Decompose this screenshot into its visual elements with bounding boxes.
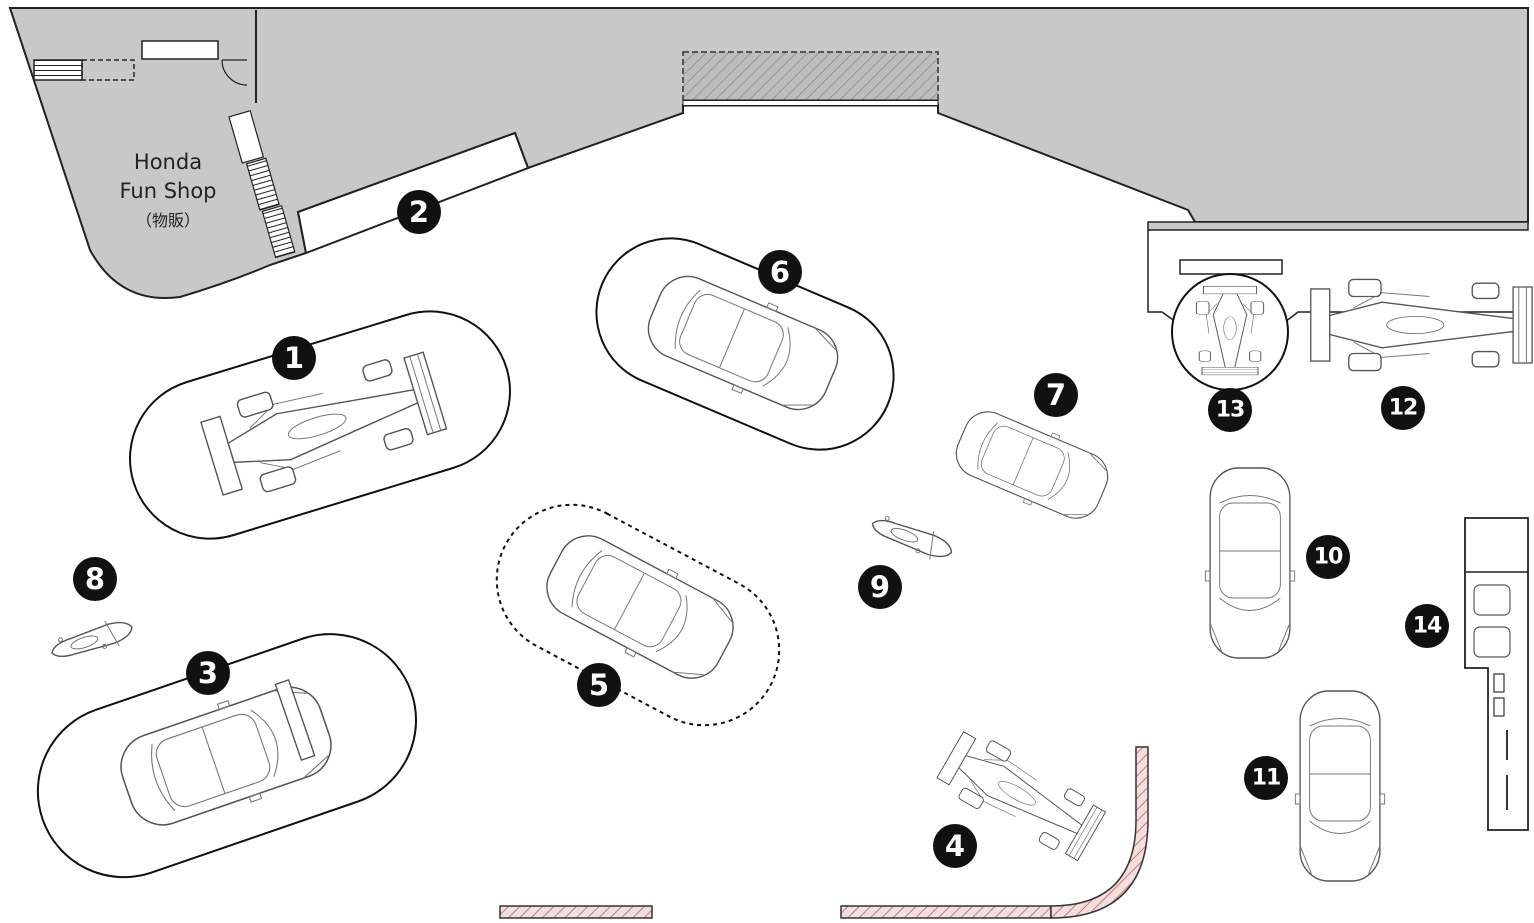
marker-3[interactable]: 3 xyxy=(186,651,230,695)
marker-10-label: 10 xyxy=(1314,545,1343,570)
marker-2[interactable]: 2 xyxy=(397,190,441,234)
exhibit-7-car[interactable] xyxy=(946,400,1118,530)
marker-2-label: 2 xyxy=(409,195,429,229)
marker-7[interactable]: 7 xyxy=(1034,373,1078,417)
marker-4[interactable]: 4 xyxy=(933,824,977,868)
exhibit-8-motorcycle[interactable] xyxy=(47,613,137,667)
marker-13[interactable]: 13 xyxy=(1208,388,1252,432)
exhibit-11-car[interactable] xyxy=(1294,690,1386,882)
marker-14[interactable]: 14 xyxy=(1405,604,1449,648)
honda-fun-shop[interactable]: Honda Fun Shop （物販） xyxy=(119,150,216,230)
exhibit-10-car[interactable] xyxy=(1204,467,1296,659)
shop-name-line2: Fun Shop xyxy=(119,179,216,203)
stage-3[interactable] xyxy=(15,611,440,901)
marker-3-label: 3 xyxy=(198,656,218,690)
stage-5[interactable] xyxy=(470,478,805,751)
shop-name-line3: （物販） xyxy=(136,211,200,230)
floor-boundaries xyxy=(499,517,1529,919)
marker-1-label: 1 xyxy=(284,341,304,375)
stage-1[interactable] xyxy=(110,291,530,558)
marker-9-label: 9 xyxy=(870,570,890,604)
shop-name-line1: Honda xyxy=(134,150,202,174)
marker-5[interactable]: 5 xyxy=(577,663,621,707)
marker-6-label: 6 xyxy=(770,255,790,289)
exhibit-12-f1[interactable] xyxy=(1310,278,1533,372)
marker-11[interactable]: 11 xyxy=(1244,756,1288,800)
exhibit-9-motorcycle[interactable] xyxy=(867,509,957,567)
marker-12-label: 12 xyxy=(1389,396,1418,421)
marker-8[interactable]: 8 xyxy=(73,557,117,601)
marker-12[interactable]: 12 xyxy=(1381,386,1425,430)
marker-11-label: 11 xyxy=(1252,766,1281,791)
marker-8-label: 8 xyxy=(85,562,105,596)
stage-6[interactable] xyxy=(573,215,916,472)
marker-9[interactable]: 9 xyxy=(858,565,902,609)
marker-1[interactable]: 1 xyxy=(272,336,316,380)
marker-7-label: 7 xyxy=(1046,378,1066,412)
marker-14-label: 14 xyxy=(1413,614,1442,639)
marker-10[interactable]: 10 xyxy=(1306,535,1350,579)
marker-4-label: 4 xyxy=(945,829,965,863)
building-wall xyxy=(8,7,1529,324)
marker-5-label: 5 xyxy=(589,668,609,702)
exhibit-13-f1[interactable] xyxy=(1171,273,1289,391)
marker-6[interactable]: 6 xyxy=(758,250,802,294)
marker-13-label: 13 xyxy=(1216,398,1245,423)
